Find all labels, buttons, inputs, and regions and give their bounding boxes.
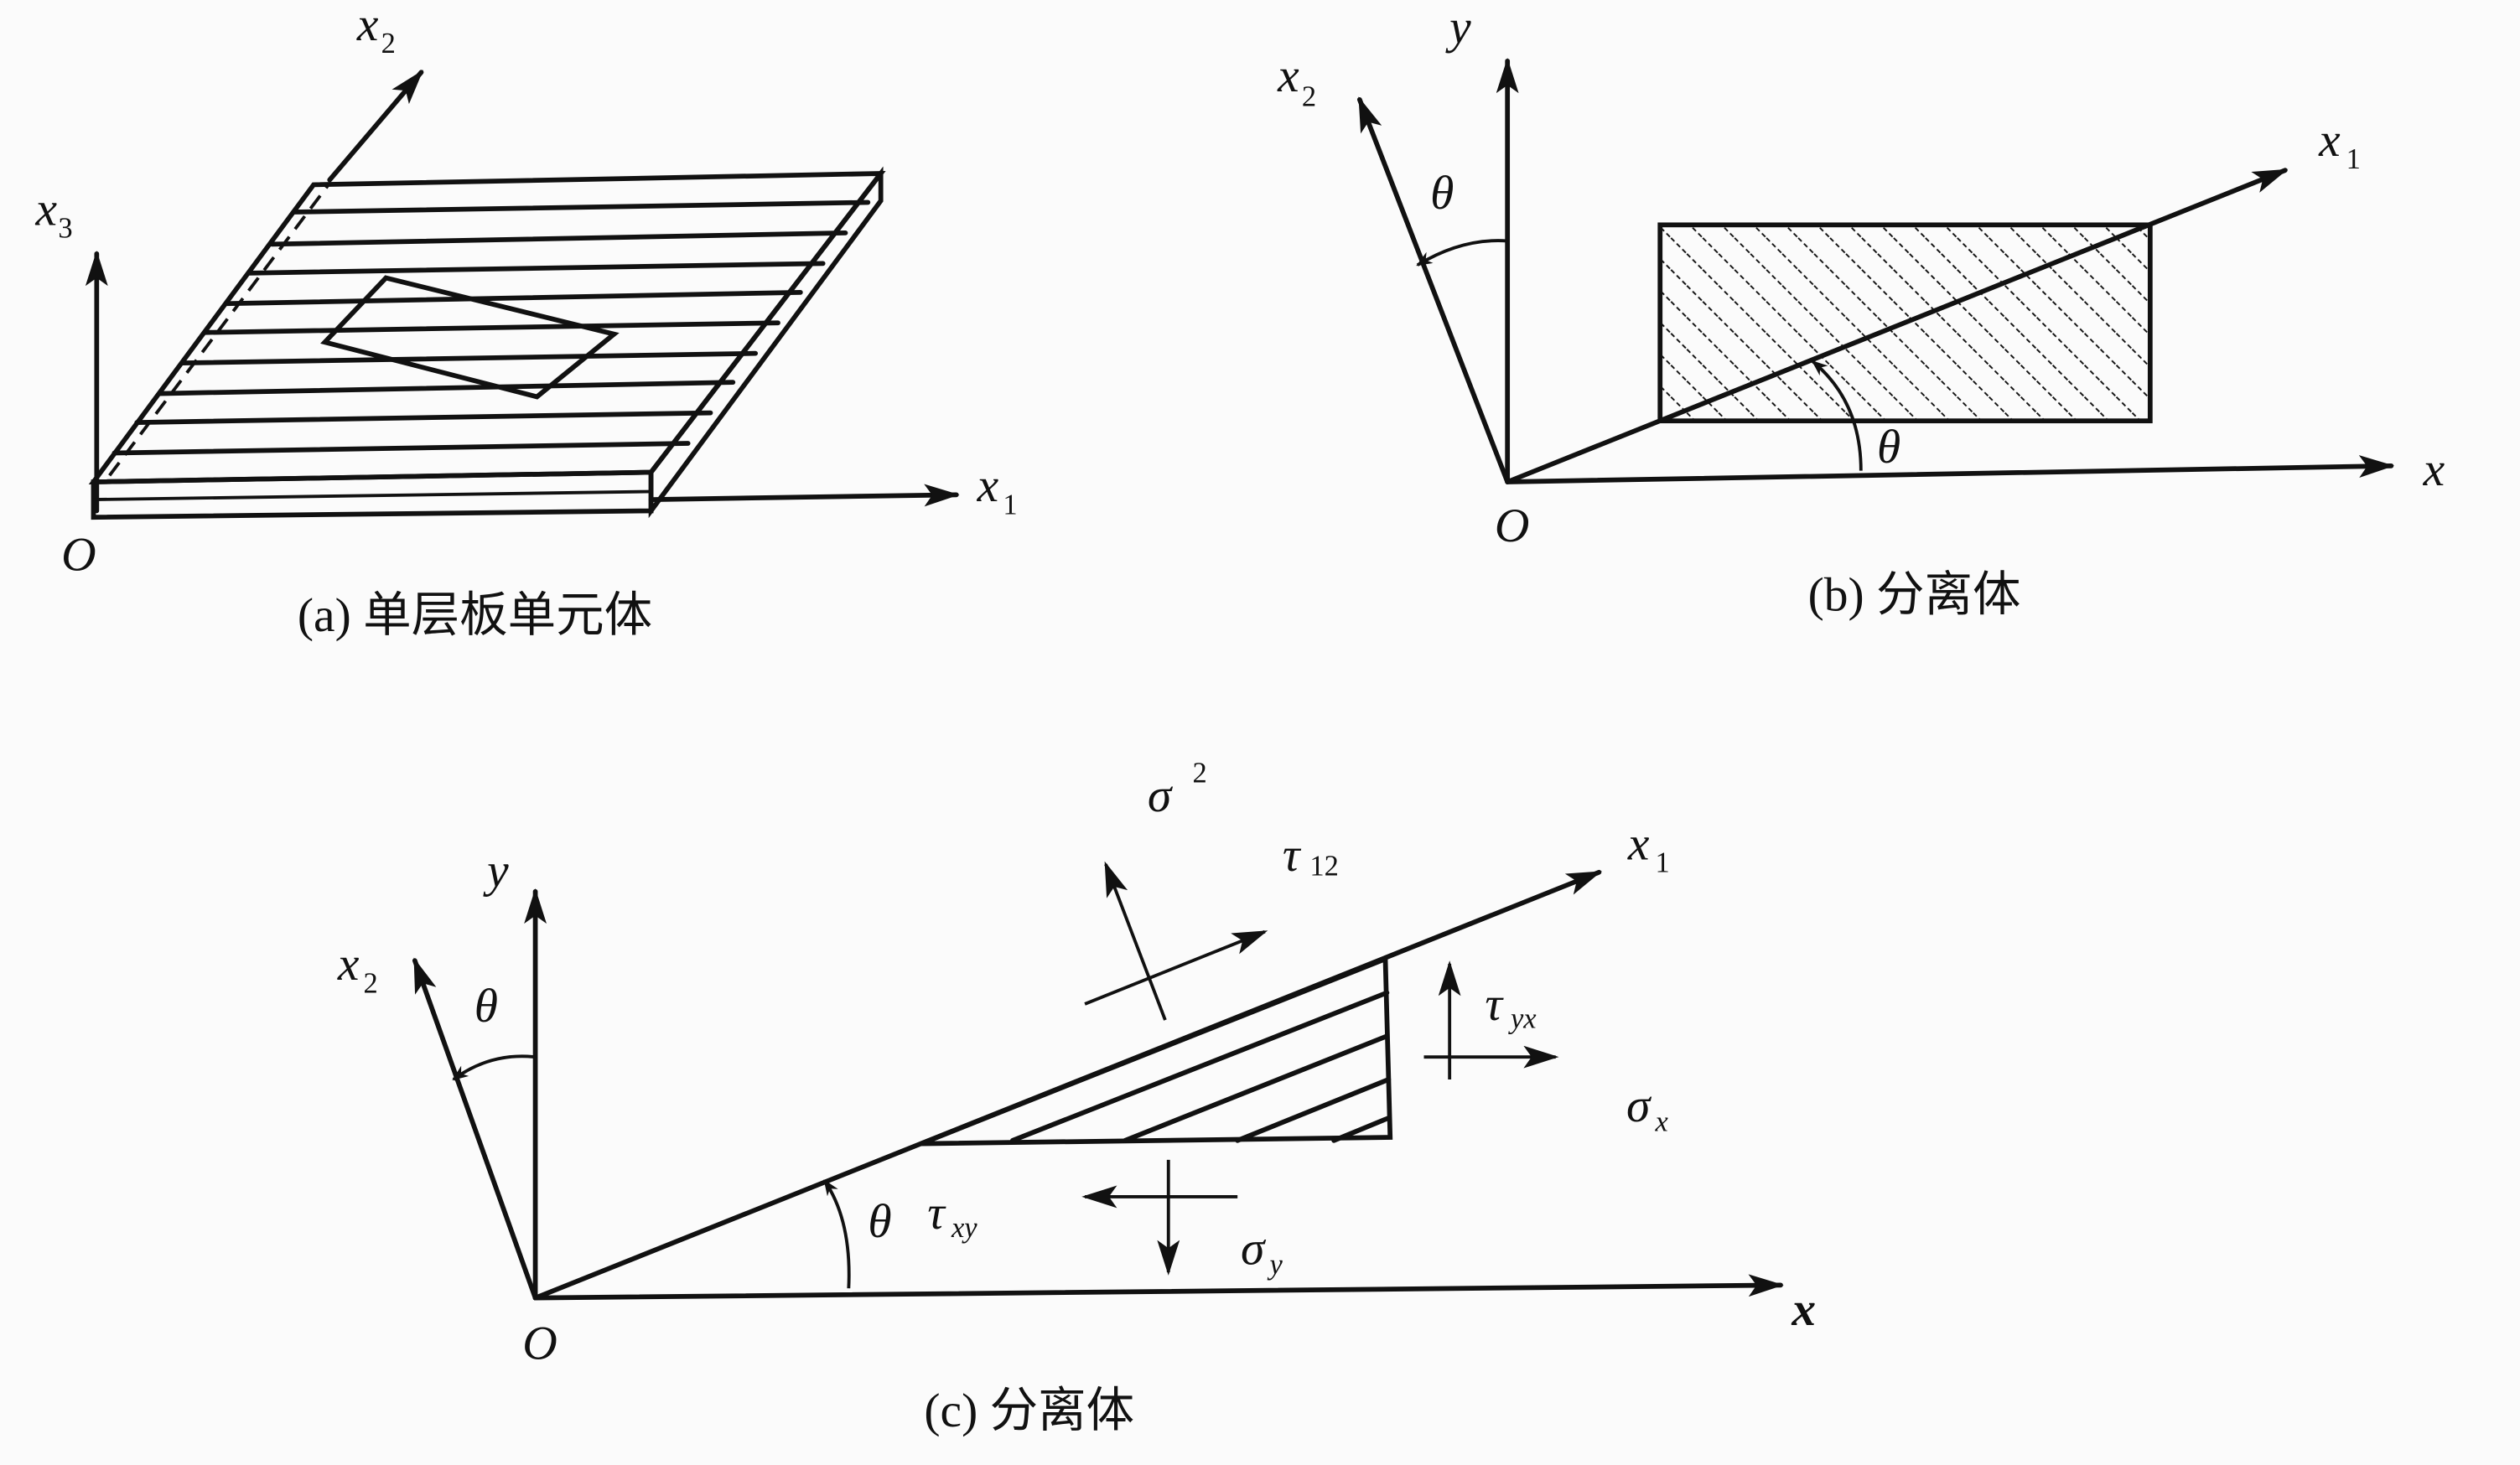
rotated-element — [320, 275, 620, 400]
tauyx-subscript: yx — [1508, 1003, 1537, 1035]
x-axis — [532, 1274, 1784, 1301]
x2-label: x — [356, 0, 379, 51]
theta-label-1: θ — [1430, 167, 1454, 220]
theta-arc-1 — [452, 1054, 536, 1081]
tauxy-label: τ — [927, 1187, 946, 1240]
theta-arc-2 — [1811, 360, 1863, 471]
x1-axis — [1505, 168, 2289, 484]
sigma2-superscript: 2 — [1193, 757, 1207, 789]
x2-subscript: 2 — [381, 28, 396, 60]
x-axis — [1505, 455, 2395, 484]
x-label: x — [2423, 443, 2445, 496]
theta-label-2: θ — [868, 1195, 891, 1248]
theta-arc-2 — [822, 1179, 851, 1289]
x1-label: x — [977, 459, 999, 512]
tau12-arrow — [1084, 929, 1268, 1006]
origin-label: O — [1495, 500, 1530, 552]
x1-axis — [648, 484, 960, 507]
theta-label-1: θ — [474, 980, 498, 1033]
x1-label: x — [2318, 114, 2341, 167]
x2-label: x — [1277, 49, 1299, 102]
panel-b-free-body: y x 2 x 1 x θ θ O (b) 分离体 — [1277, 2, 2445, 622]
caption-b: (b) 分离体 — [1808, 568, 2021, 621]
panel-a-lamina-element: x 3 x 2 x 1 O (a) 单层板单元体 — [35, 0, 1018, 642]
sigmay-subscript: y — [1268, 1249, 1283, 1281]
tauyx-label: τ — [1485, 978, 1504, 1031]
panel-c-free-body: y x 2 x 1 x θ θ O σ 2 τ 12 τ yx σ x τ xy… — [337, 757, 1816, 1437]
caption-c: (c) 分离体 — [924, 1385, 1134, 1437]
x-label: x — [1791, 1283, 1816, 1336]
x1-subscript: 1 — [1656, 847, 1670, 879]
x2-axis — [327, 70, 424, 183]
x2-subscript: 2 — [1302, 81, 1316, 113]
x1-subscript: 1 — [2346, 143, 2361, 175]
tau12-label: τ — [1283, 829, 1302, 882]
theta-arc-1 — [1416, 239, 1508, 267]
sigma2-label: σ — [1148, 769, 1174, 822]
sigmay-label: σ — [1241, 1222, 1267, 1275]
x3-label: x — [35, 183, 58, 236]
sigmax-label: σ — [1626, 1079, 1652, 1132]
tauxy-subscript: xy — [951, 1212, 977, 1244]
origin-label: O — [522, 1317, 557, 1370]
y-label: y — [1445, 2, 1471, 54]
x2-subscript: 2 — [364, 968, 378, 1000]
tau12-subscript: 12 — [1309, 851, 1339, 883]
x1-label: x — [1627, 817, 1650, 870]
origin-label: O — [61, 528, 96, 581]
y-label: y — [483, 845, 509, 898]
theta-label-2: θ — [1877, 421, 1900, 474]
sigmax-subscript: x — [1655, 1105, 1669, 1137]
x3-subscript: 3 — [58, 213, 72, 245]
x2-axis — [1356, 96, 1511, 484]
x1-subscript: 1 — [1003, 489, 1017, 520]
sigma2-arrow — [1104, 861, 1167, 1021]
x2-label: x — [337, 938, 360, 991]
x1-axis — [532, 869, 1602, 1301]
x2-axis — [412, 957, 538, 1301]
caption-a: (a) 单层板单元体 — [298, 589, 652, 642]
lamina-plate — [88, 166, 886, 520]
